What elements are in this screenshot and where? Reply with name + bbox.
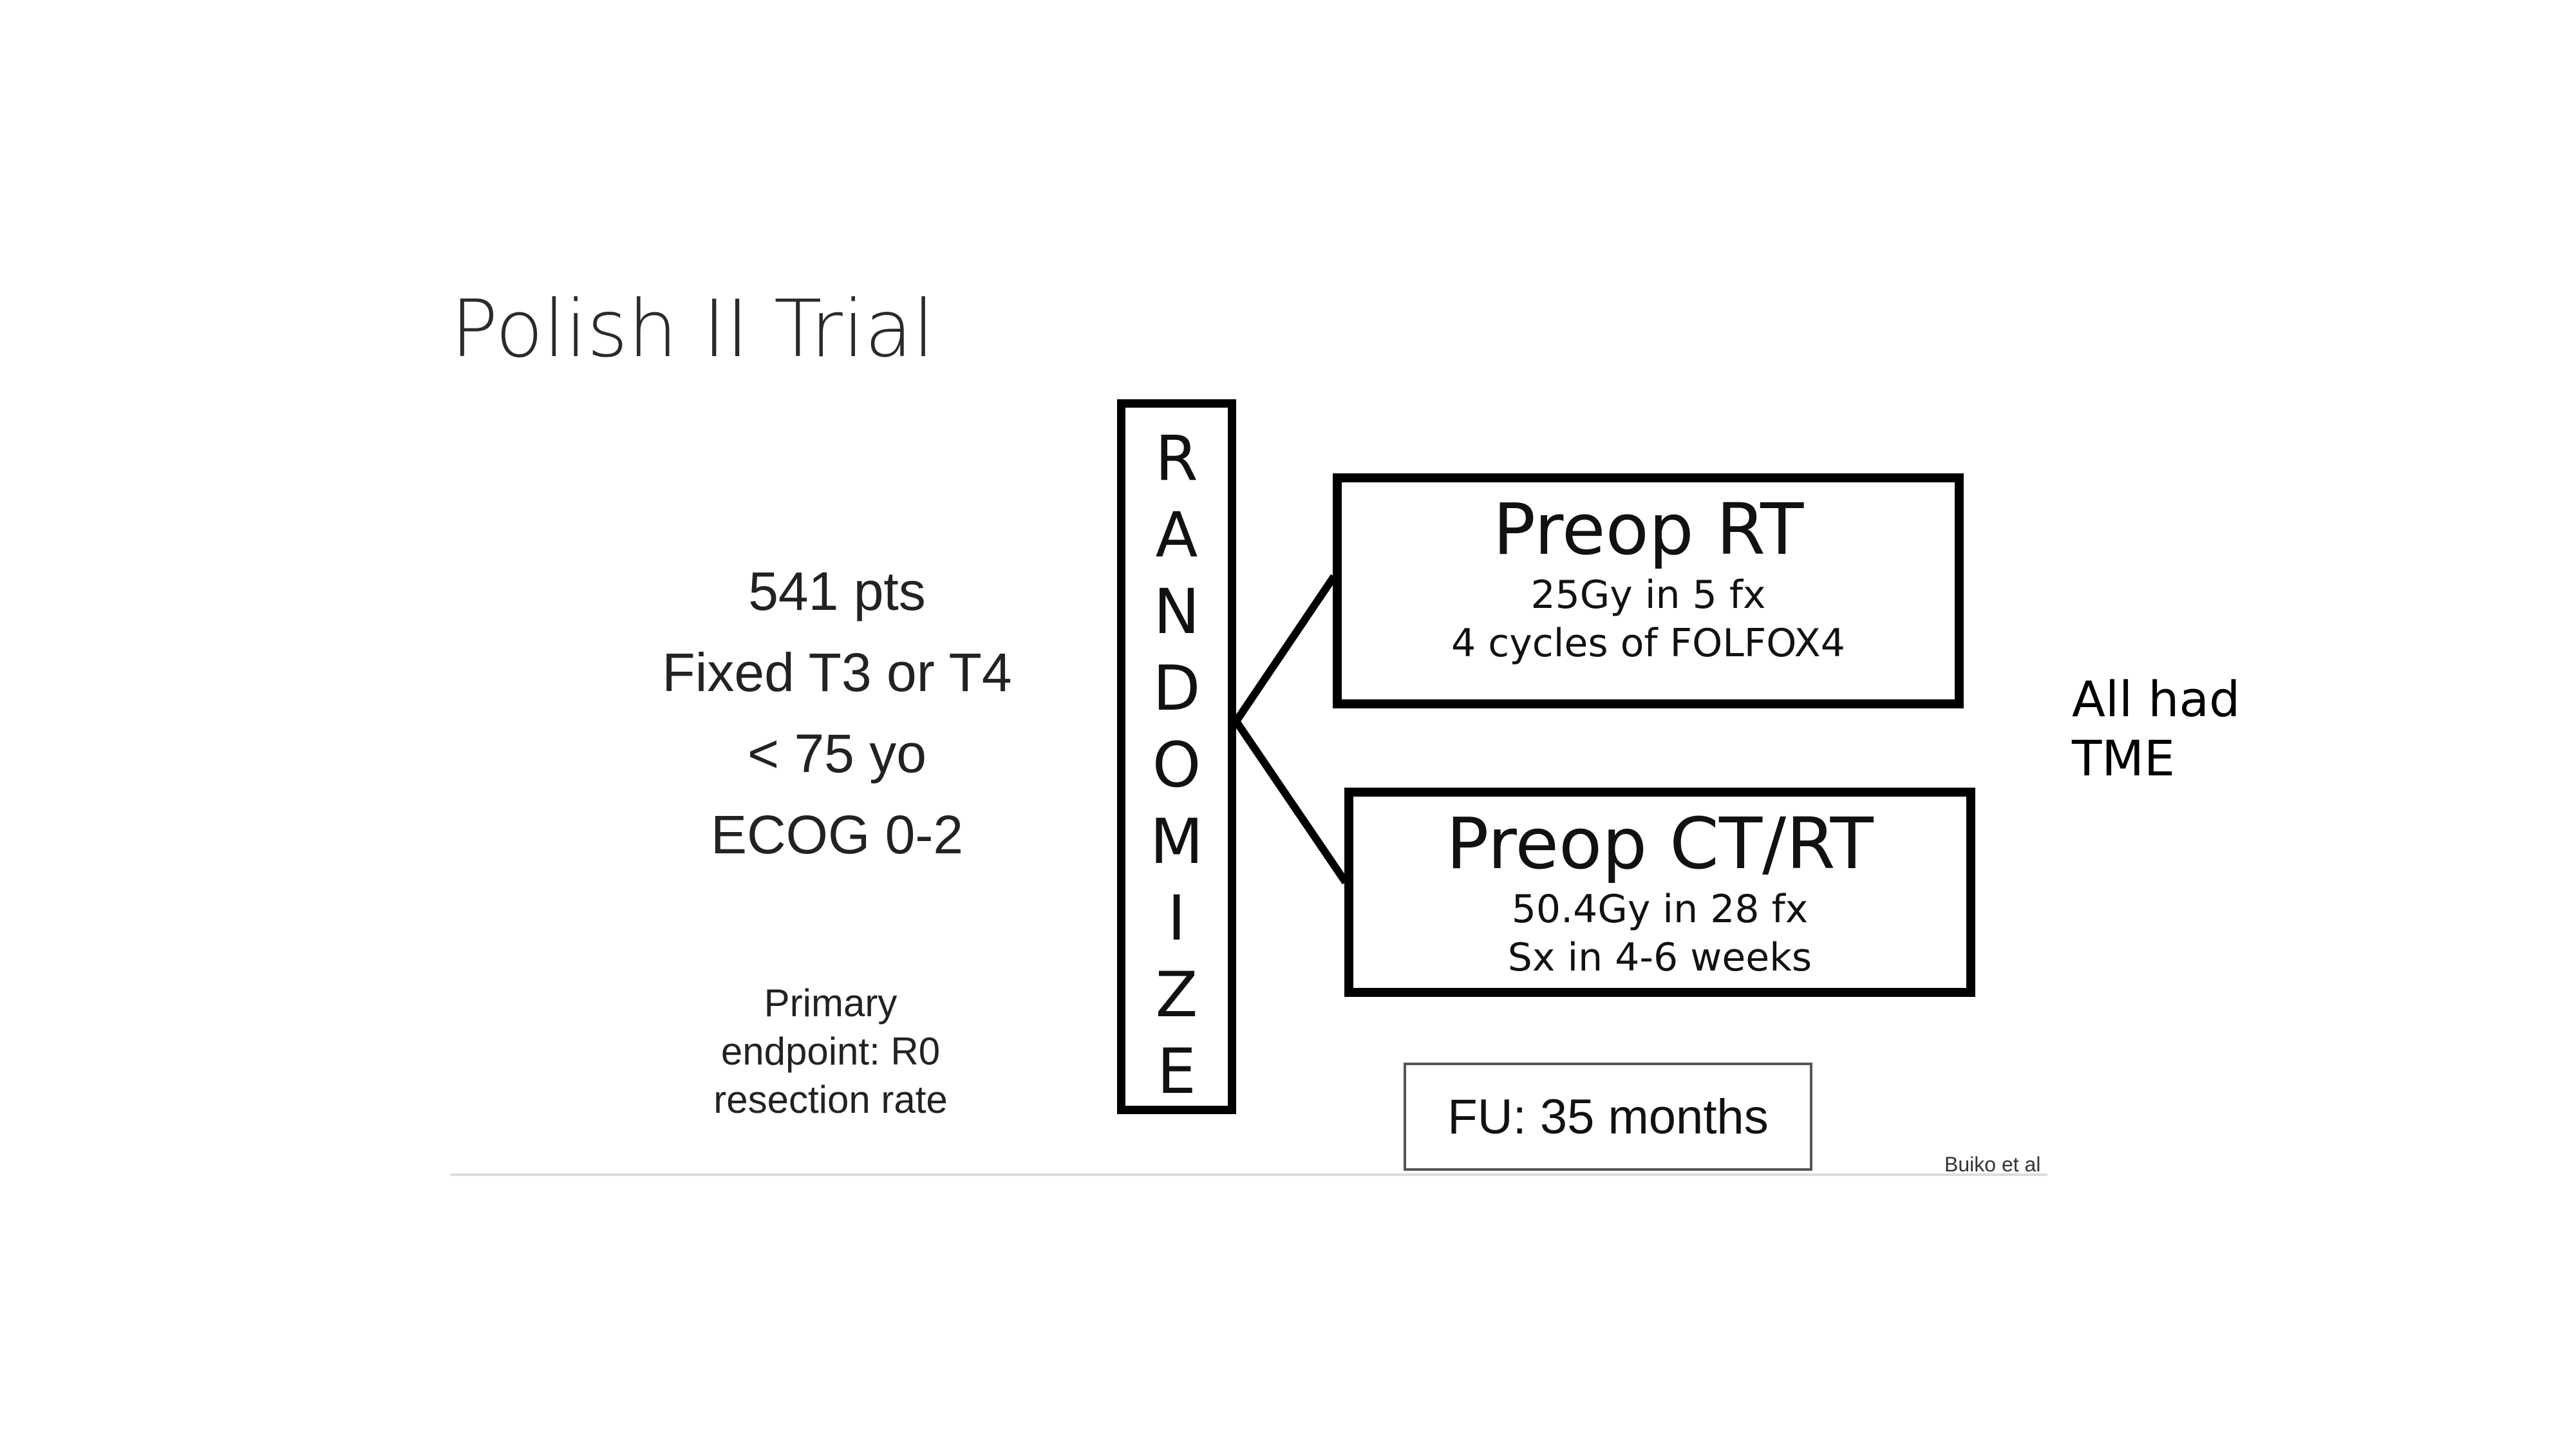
randomize-letter: A [1155,499,1198,571]
randomize-letters: R A N D O M I Z E [1125,421,1228,1110]
note-line: All had [2072,670,2241,728]
arm-detail: 4 cycles of FOLFOX4 [1451,621,1845,666]
note-line: TME [2072,730,2176,787]
randomize-letter: Z [1155,959,1198,1031]
slide-base-line [451,1173,2047,1176]
side-note: All had TME [2072,670,2240,788]
followup-box: FU: 35 months [1404,1063,1812,1171]
connector-line-upper [1233,574,1337,724]
eligibility-criteria: 541 pts Fixed T3 or T4 < 75 yo ECOG 0-2 [618,551,1056,875]
criteria-line: 541 pts [748,561,926,621]
arm-detail: 50.4Gy in 28 fx [1511,887,1809,932]
randomize-letter: D [1152,652,1201,724]
endpoint-line: resection rate [713,1078,948,1121]
endpoint-line: Primary [764,981,898,1025]
endpoint-line: endpoint: R0 [720,1030,941,1073]
arm-heading: Preop CT/RT [1446,802,1874,885]
randomize-letter: R [1155,422,1198,495]
criteria-line: Fixed T3 or T4 [662,642,1012,703]
randomize-letter: E [1157,1036,1196,1108]
randomize-box: R A N D O M I Z E [1117,399,1236,1114]
arm-heading: Preop RT [1492,488,1804,571]
slide-title: Polish II Trial [451,283,935,375]
randomize-letter: O [1152,729,1201,801]
criteria-line: < 75 yo [747,723,926,784]
arm-detail: Sx in 4-6 weeks [1507,935,1812,980]
randomize-letter: M [1150,806,1203,878]
randomize-letter: N [1153,576,1200,648]
arm-detail: 25Gy in 5 fx [1530,573,1766,618]
connector-line-lower [1233,719,1349,885]
primary-endpoint: Primary endpoint: R0 resection rate [670,979,992,1124]
criteria-line: ECOG 0-2 [710,804,964,865]
randomize-letter: I [1167,882,1186,954]
citation: Buiko et al [1944,1153,2041,1176]
arm-preop-ct-rt: Preop CT/RT 50.4Gy in 28 fx Sx in 4-6 we… [1344,788,1975,997]
arm-preop-rt: Preop RT 25Gy in 5 fx 4 cycles of FOLFOX… [1333,473,1964,708]
